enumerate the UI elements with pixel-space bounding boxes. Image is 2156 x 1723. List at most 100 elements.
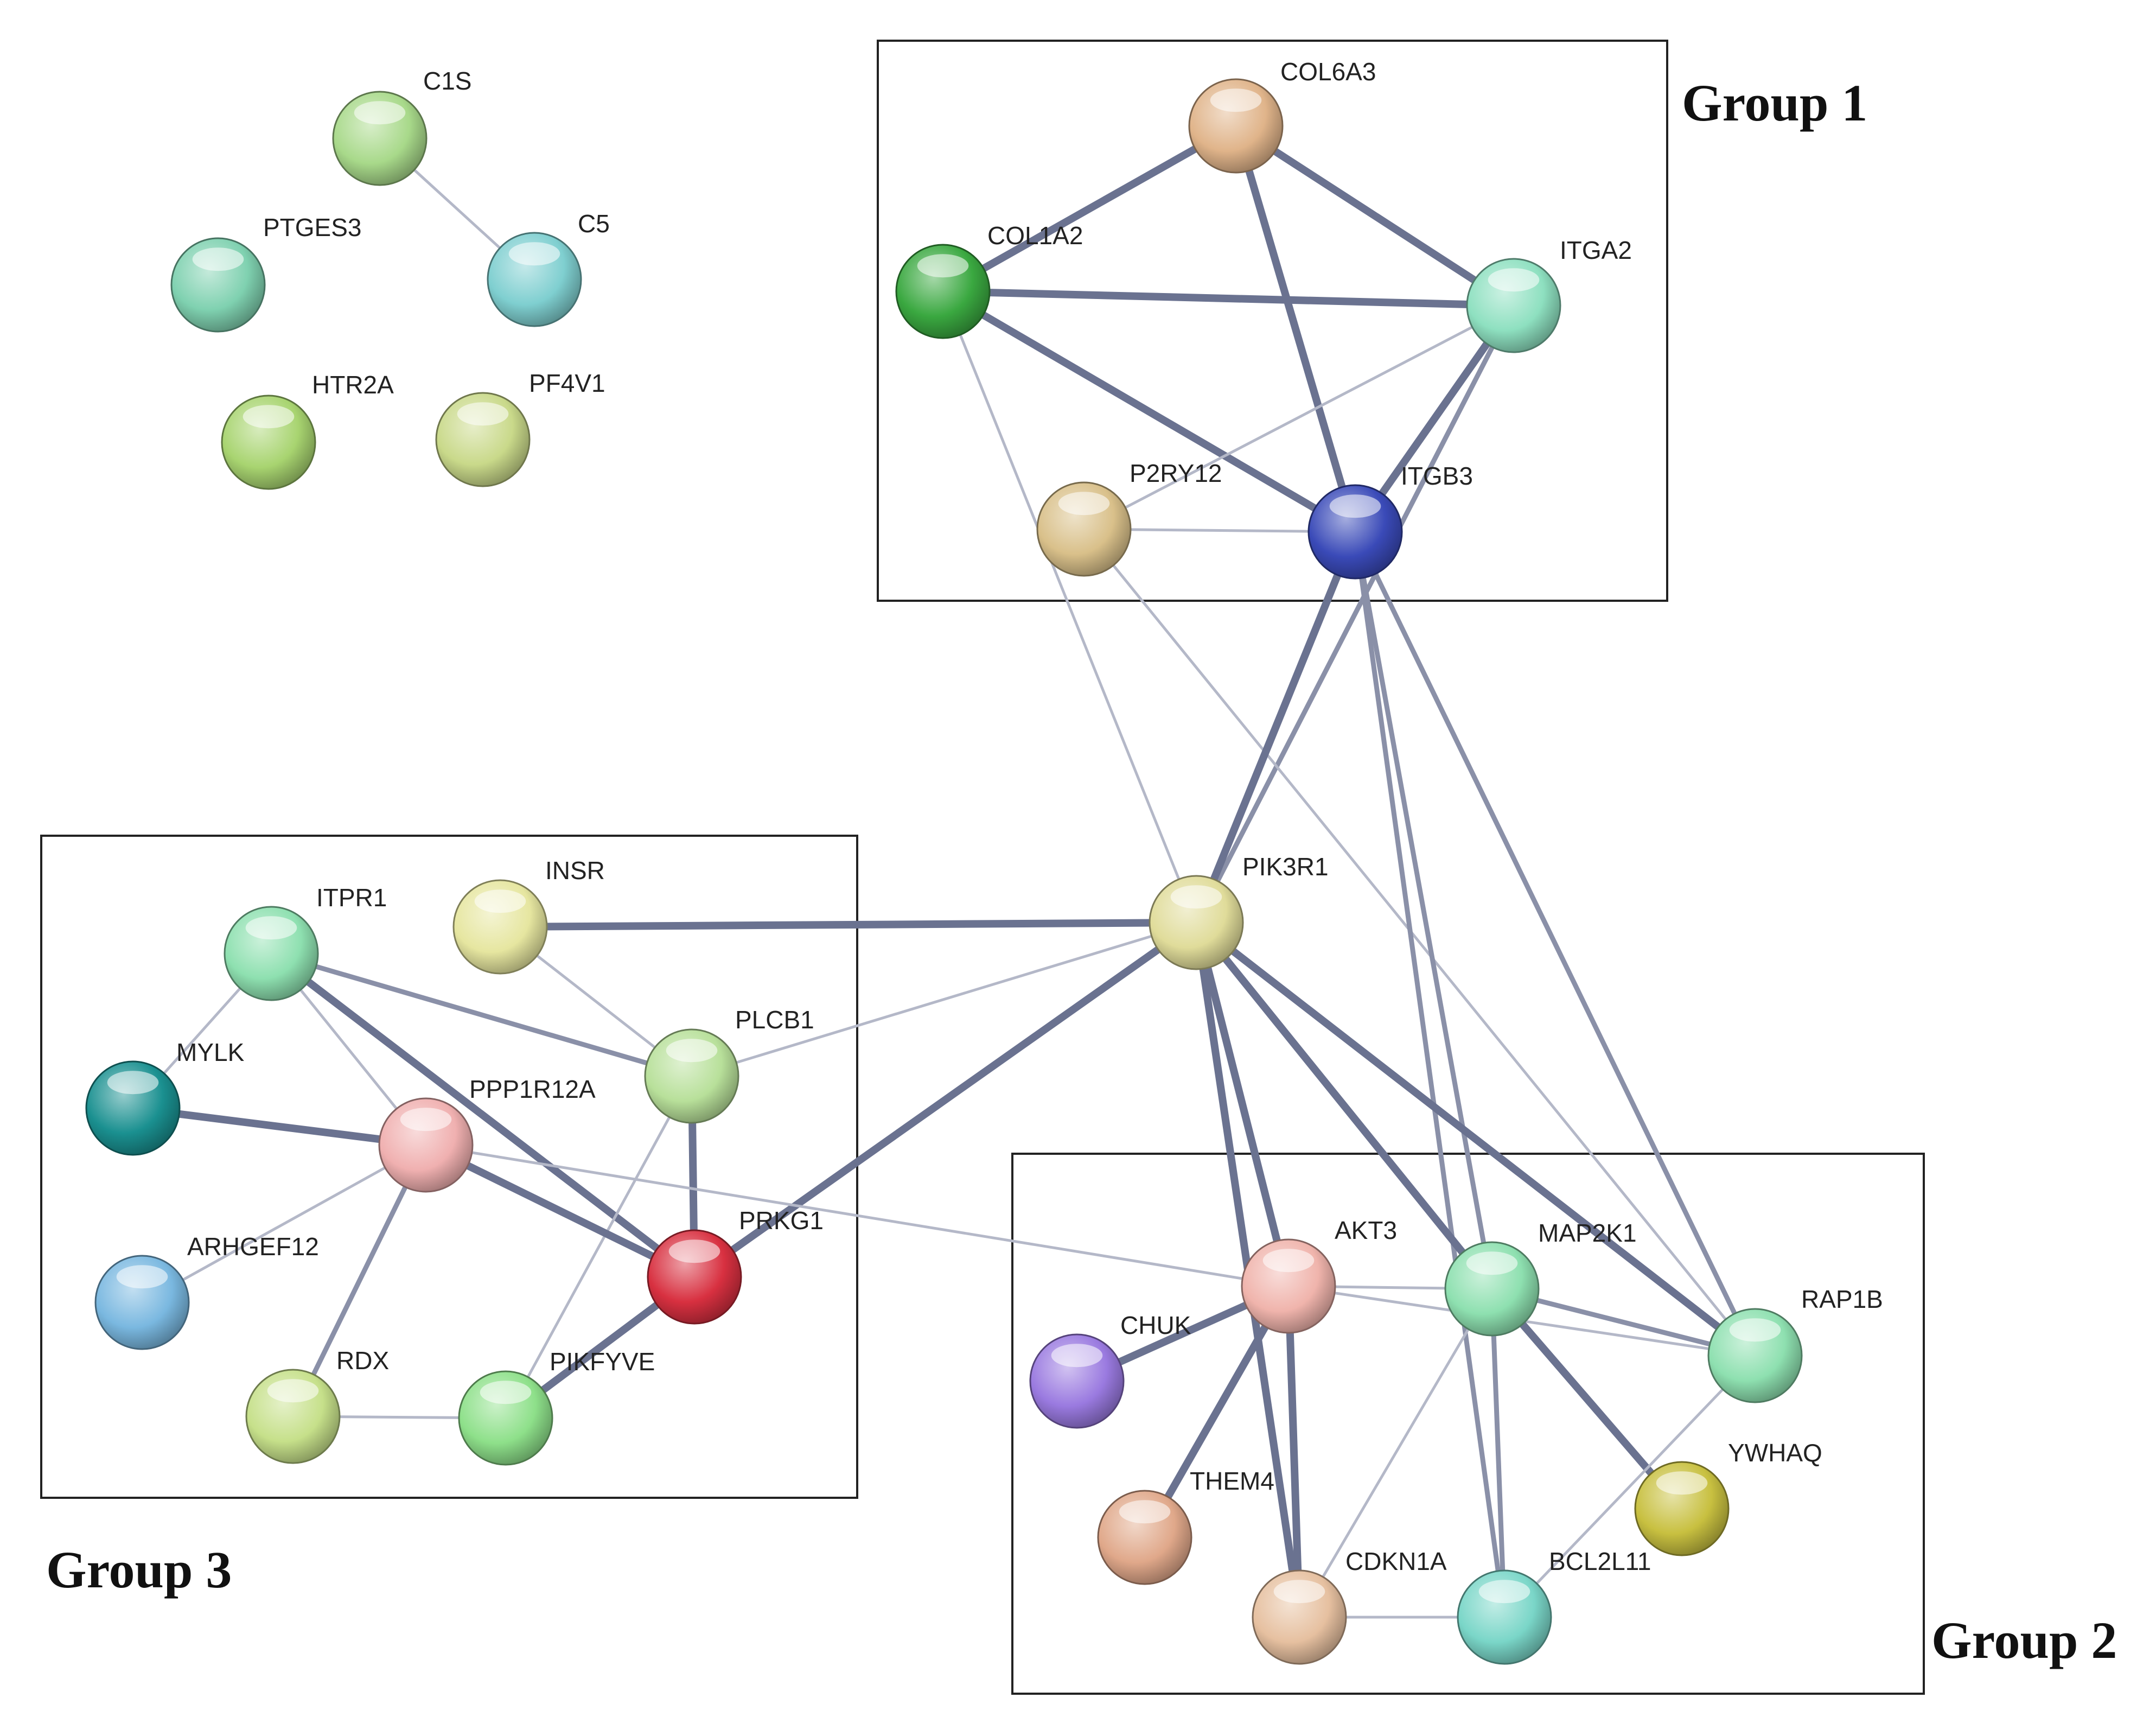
node-rap1b[interactable]: RAP1B bbox=[1707, 1285, 1883, 1403]
node-ptges3[interactable]: PTGES3 bbox=[170, 213, 362, 333]
node-label: PRKG1 bbox=[739, 1206, 824, 1235]
node-highlight bbox=[243, 405, 295, 429]
node-label: PF4V1 bbox=[529, 369, 605, 397]
node-highlight bbox=[1488, 268, 1540, 292]
edge-itgb3-rap1b bbox=[1353, 529, 1758, 1358]
node-label: RAP1B bbox=[1801, 1285, 1883, 1313]
node-label: AKT3 bbox=[1335, 1216, 1397, 1244]
node-col1a2[interactable]: COL1A2 bbox=[895, 221, 1083, 339]
node-highlight bbox=[457, 402, 509, 426]
edge-pik3r1-plcb1 bbox=[690, 921, 1198, 1078]
node-label: PIKFYVE bbox=[550, 1347, 655, 1376]
edge-pik3r1-rap1b bbox=[1192, 919, 1759, 1359]
node-col6a3[interactable]: COL6A3 bbox=[1188, 58, 1376, 174]
node-highlight bbox=[474, 889, 526, 913]
group-1-label: Group 1 bbox=[1682, 74, 1867, 132]
node-highlight bbox=[668, 1239, 720, 1263]
node-cdkn1a[interactable]: CDKN1A bbox=[1252, 1547, 1447, 1665]
node-label: HTR2A bbox=[312, 371, 394, 399]
edge-itga2-pik3r1 bbox=[1194, 303, 1516, 925]
edge-col6a3-itgb3 bbox=[1232, 122, 1359, 536]
node-highlight bbox=[1466, 1251, 1518, 1275]
edge-pik3r1-prkg1 bbox=[691, 919, 1200, 1281]
node-highlight bbox=[1058, 492, 1110, 516]
edge-map2k1-cdkn1a bbox=[1298, 1287, 1494, 1619]
node-label: RDX bbox=[336, 1346, 389, 1375]
node-highlight bbox=[1210, 88, 1262, 112]
node-chuk[interactable]: CHUK bbox=[1029, 1311, 1191, 1429]
node-label: YWHAQ bbox=[1728, 1439, 1822, 1467]
node-arhgef12[interactable]: ARHGEF12 bbox=[94, 1232, 319, 1350]
edge-itpr1-prkg1 bbox=[267, 950, 698, 1281]
node-label: BCL2L11 bbox=[1549, 1547, 1651, 1575]
node-label: THEM4 bbox=[1190, 1467, 1274, 1495]
node-highlight bbox=[192, 247, 244, 271]
node-insr[interactable]: INSR bbox=[452, 856, 605, 975]
node-label: PTGES3 bbox=[263, 213, 362, 241]
edge-akt3-them4 bbox=[1141, 1282, 1292, 1541]
edge-itgb3-bcl2l11 bbox=[1353, 529, 1507, 1620]
node-pf4v1[interactable]: PF4V1 bbox=[435, 369, 605, 487]
edge-itgb3-pik3r1 bbox=[1192, 528, 1359, 926]
node-label: CDKN1A bbox=[1345, 1547, 1447, 1575]
node-label: MAP2K1 bbox=[1538, 1219, 1637, 1247]
group-3-box bbox=[40, 835, 858, 1499]
node-highlight bbox=[245, 916, 297, 940]
node-highlight bbox=[1262, 1249, 1315, 1273]
edge-map2k1-bcl2l11 bbox=[1489, 1286, 1507, 1620]
edge-pik3r1-map2k1 bbox=[1192, 919, 1496, 1293]
node-prkg1[interactable]: PRKG1 bbox=[647, 1206, 824, 1325]
edge-col6a3-col1a2 bbox=[939, 122, 1240, 295]
node-highlight bbox=[1478, 1580, 1530, 1604]
edge-ppp1r12a-prkg1 bbox=[422, 1141, 698, 1281]
node-htr2a[interactable]: HTR2A bbox=[221, 371, 394, 490]
edge-map2k1-ywhaq bbox=[1488, 1285, 1686, 1512]
node-itga2[interactable]: ITGA2 bbox=[1466, 236, 1632, 353]
node-label: CHUK bbox=[1120, 1311, 1191, 1339]
node-pikfyve[interactable]: PIKFYVE bbox=[458, 1347, 655, 1466]
node-akt3[interactable]: AKT3 bbox=[1241, 1216, 1397, 1334]
edge-pik3r1-akt3 bbox=[1192, 919, 1292, 1290]
node-c5[interactable]: C5 bbox=[487, 209, 610, 327]
node-map2k1[interactable]: MAP2K1 bbox=[1444, 1219, 1637, 1337]
node-itgb3[interactable]: ITGB3 bbox=[1307, 462, 1473, 580]
node-highlight bbox=[508, 242, 560, 266]
node-c1s[interactable]: C1S bbox=[332, 67, 471, 186]
node-label: ITPR1 bbox=[316, 883, 387, 912]
node-plcb1[interactable]: PLCB1 bbox=[644, 1006, 814, 1124]
node-highlight bbox=[1656, 1471, 1708, 1495]
node-highlight bbox=[480, 1381, 532, 1404]
node-highlight bbox=[400, 1108, 452, 1131]
edge-plcb1-pikfyve bbox=[504, 1075, 693, 1420]
node-highlight bbox=[1729, 1318, 1781, 1342]
node-label: P2RY12 bbox=[1130, 459, 1222, 487]
node-highlight bbox=[1170, 885, 1222, 909]
node-bcl2l11[interactable]: BCL2L11 bbox=[1457, 1547, 1651, 1665]
node-itpr1[interactable]: ITPR1 bbox=[224, 883, 387, 1001]
edge-ppp1r12a-rdx bbox=[290, 1142, 429, 1419]
node-label: INSR bbox=[545, 856, 605, 885]
node-label: COL6A3 bbox=[1280, 58, 1376, 86]
node-ppp1r12a[interactable]: PPP1R12A bbox=[378, 1075, 596, 1193]
edge-itga2-p2ry12 bbox=[1082, 304, 1515, 531]
node-label: PLCB1 bbox=[735, 1006, 814, 1034]
node-mylk[interactable]: MYLK bbox=[85, 1038, 245, 1156]
node-them4[interactable]: THEM4 bbox=[1097, 1467, 1274, 1585]
node-rdx[interactable]: RDX bbox=[245, 1346, 389, 1464]
edge-col1a2-itga2 bbox=[939, 288, 1517, 309]
node-ywhaq[interactable]: YWHAQ bbox=[1634, 1439, 1822, 1556]
edge-itpr1-plcb1 bbox=[269, 951, 694, 1079]
node-label: C5 bbox=[578, 209, 610, 238]
node-highlight bbox=[1051, 1344, 1103, 1368]
edge-col6a3-itga2 bbox=[1232, 122, 1517, 309]
node-label: PIK3R1 bbox=[1242, 853, 1329, 881]
node-pik3r1[interactable]: PIK3R1 bbox=[1149, 853, 1329, 970]
edge-rap1b-bcl2l11 bbox=[1503, 1354, 1757, 1619]
node-p2ry12[interactable]: P2RY12 bbox=[1036, 459, 1222, 577]
node-label: COL1A2 bbox=[987, 221, 1083, 250]
node-highlight bbox=[666, 1039, 718, 1063]
node-highlight bbox=[107, 1071, 159, 1095]
edge-pik3r1-insr bbox=[496, 919, 1200, 931]
group-3-label: Group 3 bbox=[46, 1541, 232, 1599]
